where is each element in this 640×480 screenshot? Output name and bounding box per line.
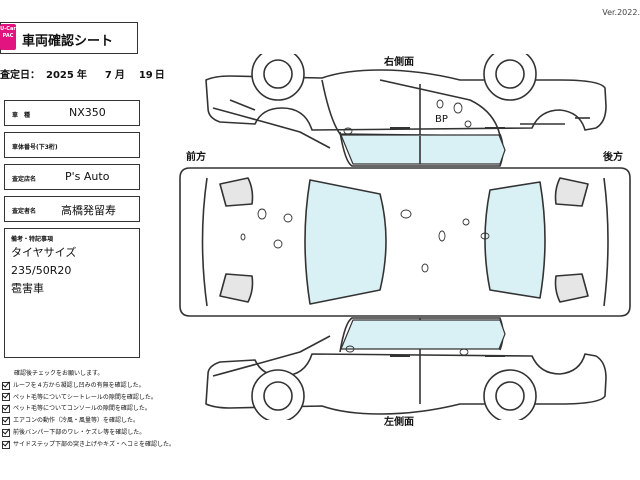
checkbox-checked-icon[interactable]: [2, 440, 10, 449]
date-month-unit: 月: [114, 70, 125, 81]
right-side-label: 右側面: [384, 57, 414, 68]
field-shop-name[interactable]: 査定店名 P's Auto: [4, 164, 140, 190]
checkbox-checked-icon[interactable]: [2, 428, 10, 437]
hail-damage-marks: [240, 99, 490, 356]
windshield: [304, 179, 387, 305]
notes-label: 備考・特記事項: [11, 236, 54, 243]
sheet-title: 車両確認シート: [22, 34, 114, 49]
left-side-front-wheel-icon: [251, 369, 305, 420]
field-car-model[interactable]: 車 種 NX350: [4, 100, 140, 126]
checklist-item[interactable]: エアコンの動作（冷風・風量等）を確認した。: [2, 415, 175, 427]
notes-line: 235/50R20: [11, 264, 72, 277]
right-side-rear-wheel-icon: [483, 54, 537, 101]
checklist-item[interactable]: ルーフを４方から凝認し凹みの有無を確認した。: [2, 380, 175, 392]
field-value: 高橋発留寿: [61, 204, 116, 217]
rear-window: [484, 181, 546, 299]
date-label: 査定日：: [0, 70, 40, 81]
left-side-window: [340, 319, 506, 350]
right-side-window: [340, 134, 506, 165]
checkbox-checked-icon[interactable]: [2, 393, 10, 402]
notes-line: 雹害車: [11, 282, 44, 295]
left-side-label: 左側面: [384, 417, 414, 428]
field-value: P's Auto: [65, 170, 110, 183]
field-label: 査定店名: [12, 176, 37, 183]
field-inspector-name[interactable]: 査定者名 高橋発留寿: [4, 196, 140, 222]
checkbox-checked-icon[interactable]: [2, 381, 10, 390]
date-year[interactable]: 2025: [46, 70, 74, 81]
field-label: 車 種: [12, 112, 31, 119]
car-top-view: [179, 167, 631, 317]
version-label: Ver.2022.: [602, 8, 640, 17]
notes-line: タイヤサイズ: [11, 246, 77, 259]
date-day-unit: 日: [154, 70, 165, 81]
checkbox-checked-icon[interactable]: [2, 405, 10, 414]
checklist-item[interactable]: サイドステップ下部の突き上げやキズ・ヘコミを確認した。: [2, 439, 175, 451]
date-year-unit: 年: [76, 70, 87, 81]
date-month[interactable]: 7: [104, 70, 112, 81]
rear-label: 後方: [603, 152, 623, 163]
date-day[interactable]: 19: [138, 70, 153, 81]
checklist: 確認後チェックをお願いします。 ルーフを４方から凝認し凹みの有無を確認した。 ペ…: [2, 368, 175, 451]
checklist-item[interactable]: 前後バンパー下部のワレ・ケズレ等を確認した。: [2, 427, 175, 439]
field-label: 車体番号(下3桁): [12, 144, 58, 151]
field-label: 査定者名: [12, 208, 37, 215]
damage-mark-bp: BP: [435, 114, 448, 125]
left-side-rear-wheel-icon: [483, 369, 537, 420]
checklist-item[interactable]: ペット毛等についてシートレールの隙間を確認した。: [2, 392, 175, 404]
checkbox-checked-icon[interactable]: [2, 417, 10, 426]
car-diagram: [179, 54, 631, 420]
front-label: 前方: [186, 152, 206, 163]
field-vin[interactable]: 車体番号(下3桁): [4, 132, 140, 158]
checklist-header: 確認後チェックをお願いします。: [14, 370, 104, 377]
checklist-item[interactable]: ペット毛等についてコンソールの隙間を確認した。: [2, 403, 175, 415]
notes-box[interactable]: 備考・特記事項 タイヤサイズ 235/50R20 雹害車: [4, 228, 140, 358]
field-value: NX350: [69, 106, 106, 119]
right-side-front-wheel-icon: [251, 54, 305, 101]
